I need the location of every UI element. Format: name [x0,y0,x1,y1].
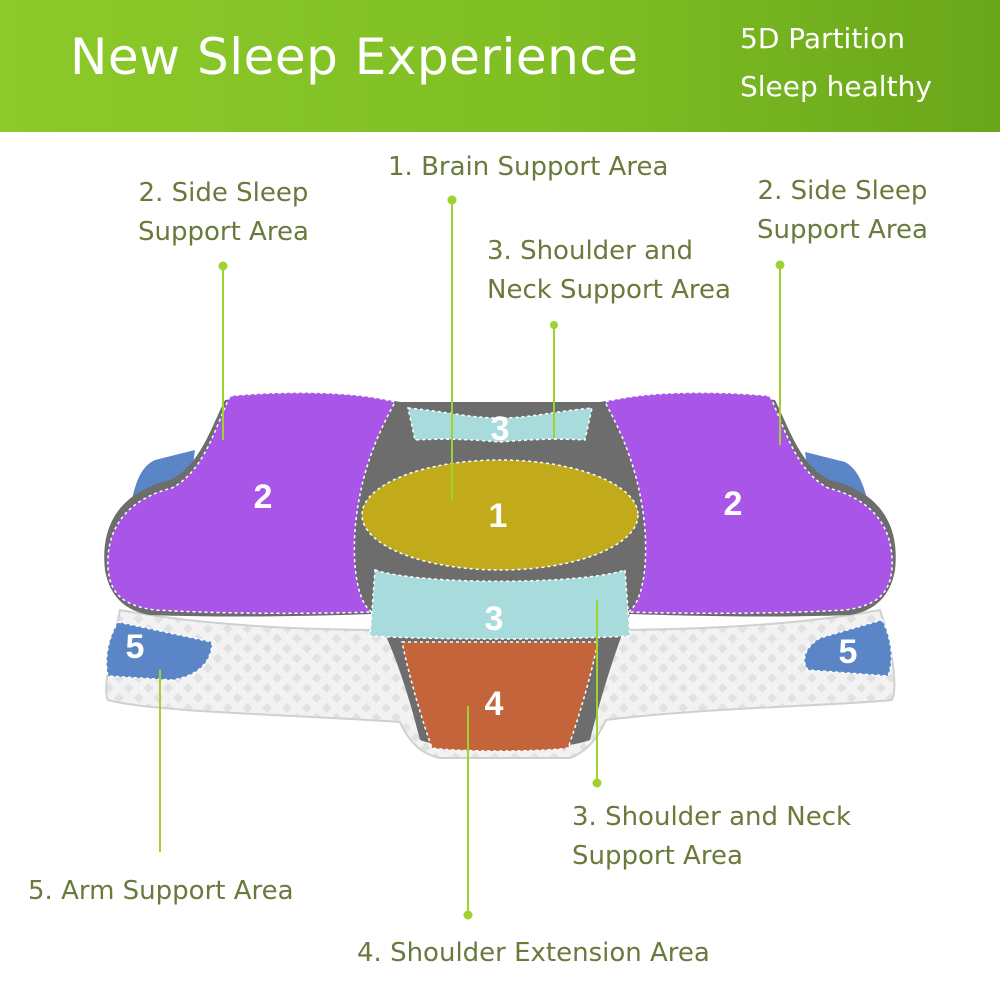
neck-zone-bottom [369,568,631,640]
label-side-sleep-left: 2. Side Sleep Support Area [138,174,309,252]
zone-number-brain: 1 [489,497,508,535]
side-zone-right [603,391,893,615]
zone-number-arm-left: 5 [126,628,145,666]
leader-lines [159,195,785,920]
label-brain-text: 1. Brain Support Area [388,152,669,182]
label-extension-text: 4. Shoulder Extension Area [357,938,710,968]
label-side-sleep-right: 2. Side Sleep Support Area [757,172,928,250]
neck-zone-top [407,407,593,443]
label-brain-support: 1. Brain Support Area [388,148,668,187]
label-shoulder-extension: 4. Shoulder Extension Area [357,934,710,973]
arm-zone-left [105,621,213,681]
banner-subtitle-line1: 5D Partition [740,22,905,55]
label-side-left-line1: 2. Side Sleep [138,178,309,208]
side-zone-left [107,391,397,615]
zone-number-neck-top: 3 [491,410,510,448]
zone-number-side-right: 2 [724,485,743,523]
label-arm-text: 5. Arm Support Area [28,876,294,906]
banner-title: New Sleep Experience [70,28,639,86]
zone-number-arm-right: 5 [839,633,858,671]
label-shoulder-bottom-line1: 3. Shoulder and Neck [572,802,852,832]
label-side-left-line2: Support Area [138,217,309,247]
label-shoulder-bottom-line2: Support Area [572,841,743,871]
label-shoulder-neck-bottom: 3. Shoulder and Neck Support Area [572,798,851,876]
zone-number-neck-bottom: 3 [485,600,504,638]
label-side-right-line1: 2. Side Sleep [757,176,928,206]
extension-zone [401,641,599,752]
label-shoulder-top-line1: 3. Shoulder and [487,236,694,266]
zone-number-side-left: 2 [254,478,273,516]
banner-subtitle-line2: Sleep healthy [740,70,932,103]
header-banner: New Sleep Experience 5D Partition Sleep … [0,0,1000,132]
arm-zone-right [803,619,893,677]
zone-number-extension: 4 [485,685,504,723]
label-shoulder-top-line2: Neck Support Area [487,275,731,305]
label-arm-support: 5. Arm Support Area [28,872,294,911]
label-side-right-line2: Support Area [757,215,928,245]
brain-zone [361,459,639,571]
label-shoulder-neck-top: 3. Shoulder and Neck Support Area [487,232,731,310]
